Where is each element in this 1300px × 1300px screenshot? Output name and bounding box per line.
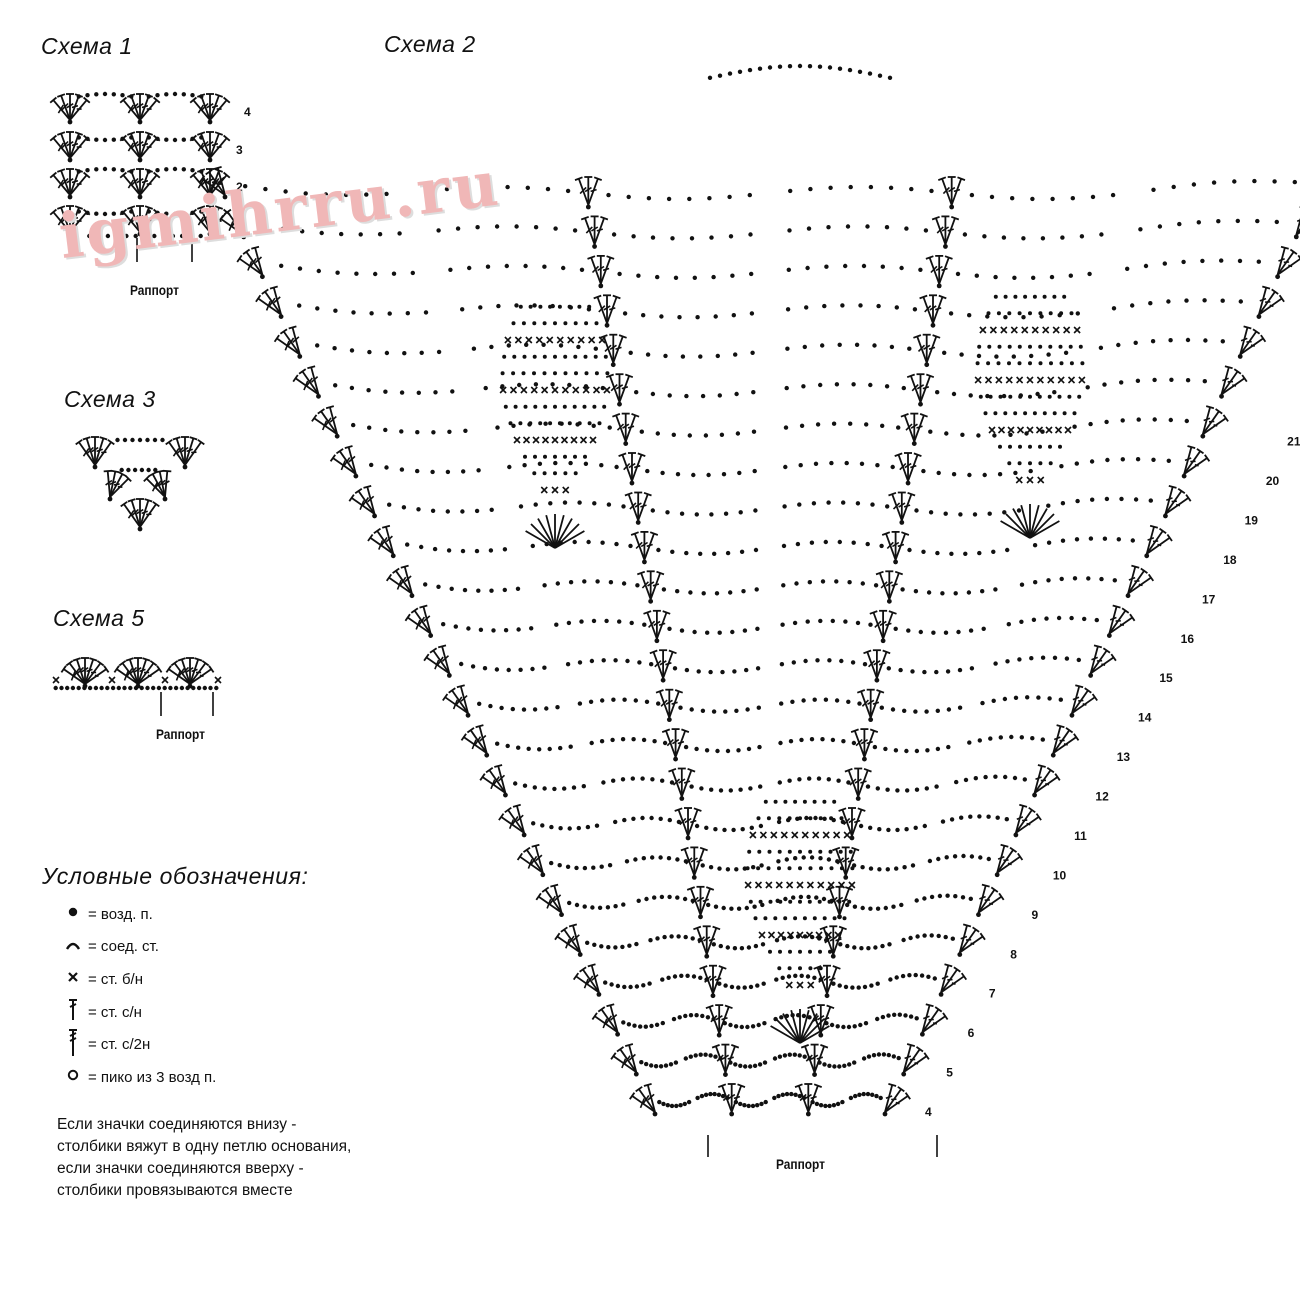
- legend-item-label: = ст. с/н: [88, 1003, 142, 1021]
- dot-icon: [62, 905, 84, 923]
- scheme-5-chart: [52, 657, 222, 716]
- legend-item-label: = возд. п.: [88, 905, 153, 923]
- arc-icon: [62, 938, 84, 956]
- row-number: 4: [925, 1105, 932, 1119]
- row-number: 7: [989, 987, 996, 1001]
- pineapple-motif: [974, 294, 1086, 539]
- tc-icon: [62, 1028, 84, 1062]
- legend-item-slip-stitch: = соед. ст.: [62, 931, 216, 964]
- row-number: 8: [1010, 947, 1017, 961]
- legend-item-single-crochet: = ст. б/н: [62, 963, 216, 996]
- row-number: 9: [1032, 908, 1039, 922]
- note-line: столбики вяжут в одну петлю основания,: [57, 1138, 352, 1155]
- cross-icon: [62, 970, 84, 988]
- scheme-2-rapport-label: Раппорт: [776, 1156, 825, 1172]
- legend-item-label: = ст. б/н: [88, 970, 144, 988]
- pineapple-motif: [744, 799, 856, 1044]
- legend-item-label: = соед. ст.: [88, 938, 159, 956]
- row-number: 16: [1181, 632, 1195, 646]
- row-number: 21: [1287, 435, 1300, 449]
- scheme-2-title: Схема 2: [384, 31, 476, 57]
- row-number: 14: [1138, 711, 1152, 725]
- row-number: 12: [1095, 790, 1109, 804]
- legend-title: Условные обозначения:: [42, 863, 309, 889]
- svg-text:4: 4: [244, 105, 251, 119]
- scheme-5-title: Схема 5: [53, 605, 145, 631]
- scheme-5-rapport-label: Раппорт: [156, 726, 205, 742]
- scheme-1-rapport-label: Раппорт: [130, 282, 179, 298]
- legend-item-chain: = возд. п.: [62, 898, 216, 931]
- legend-item-label: = пико из 3 возд п.: [88, 1068, 217, 1086]
- row-number: 15: [1159, 671, 1173, 685]
- legend-item-label: = ст. с/2н: [88, 1036, 151, 1054]
- svg-text:2: 2: [236, 180, 243, 194]
- svg-text:1: 1: [236, 217, 243, 231]
- note-line: Если значки соединяются внизу -: [57, 1116, 297, 1133]
- row-number: 5: [946, 1066, 953, 1080]
- row-number: 11: [1074, 829, 1087, 843]
- row-number: 6: [968, 1026, 975, 1040]
- note: Если значки соединяются внизу - столбики…: [57, 1114, 427, 1202]
- legend-item-picot: = пико из 3 возд п.: [62, 1061, 216, 1094]
- legend-list: = возд. п. = соед. ст. = ст. б/н = ст. с…: [62, 898, 216, 1094]
- row-number: 13: [1117, 750, 1131, 764]
- svg-text:3: 3: [236, 143, 243, 157]
- row-number: 17: [1202, 592, 1216, 606]
- scheme-3-chart: [75, 436, 205, 532]
- note-line: столбики провязываются вместе: [57, 1182, 293, 1199]
- legend-item-double-crochet: = ст. с/н: [62, 996, 216, 1029]
- legend-item-treble-crochet: = ст. с/2н: [62, 1028, 216, 1061]
- dc-icon: [62, 998, 84, 1026]
- note-line: если значки соединяются вверху -: [57, 1160, 304, 1177]
- picot-icon: [62, 1068, 84, 1086]
- scheme-1-title: Схема 1: [41, 33, 133, 59]
- scheme-2-chart: 4567891011121314151617181920212223242526…: [199, 63, 1300, 1157]
- pineapple-motif: [499, 304, 611, 549]
- scheme-3-title: Схема 3: [64, 386, 156, 412]
- row-number: 10: [1053, 868, 1067, 882]
- row-number: 20: [1266, 474, 1280, 488]
- row-number: 19: [1245, 513, 1259, 527]
- row-number: 18: [1223, 553, 1237, 567]
